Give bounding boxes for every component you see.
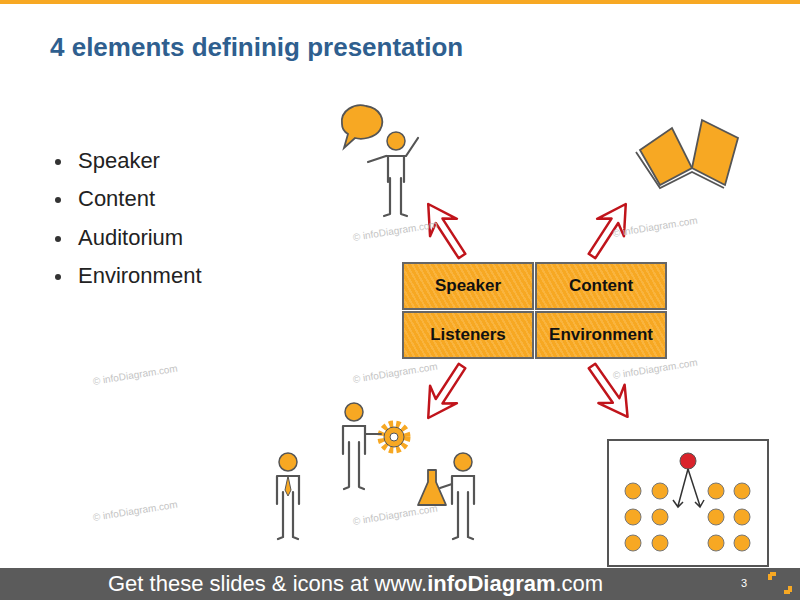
drawing-part (384, 427, 404, 447)
listeners-icon (277, 403, 474, 539)
bullet-item: Content (78, 186, 155, 212)
drawing-part (625, 483, 750, 551)
box-label: Environment (549, 325, 653, 345)
footer-bar (0, 568, 800, 600)
drawing-part (734, 509, 750, 525)
box-label: Speaker (435, 276, 501, 296)
drawing-part (55, 274, 61, 280)
drawing-part (452, 453, 474, 539)
watermark: © infoDiagram.com (352, 361, 438, 385)
drawing-part (55, 236, 61, 242)
drawing-part (368, 138, 418, 216)
drawing-part (387, 132, 405, 150)
drawing-part (625, 483, 641, 499)
top-bar (0, 0, 800, 4)
environment-icon (608, 440, 768, 566)
drawing-part (708, 509, 724, 525)
drawing-part (390, 433, 398, 441)
drawing-part (652, 509, 668, 525)
drawing-part (55, 197, 61, 203)
bullet-item: Environment (78, 263, 202, 289)
element-box: Listeners (402, 311, 534, 359)
watermark: © infoDiagram.com (92, 499, 178, 523)
watermark: © infoDiagram.com (92, 363, 178, 387)
footer-part: Get these slides & icons at www. (108, 571, 427, 597)
element-box: Environment (535, 311, 667, 359)
element-box: Speaker (402, 262, 534, 310)
drawing-part (277, 453, 299, 539)
footer-corner-mark (770, 574, 790, 592)
page-number: 3 (741, 577, 747, 589)
drawing-part (673, 469, 704, 507)
watermark: © infoDiagram.com (352, 219, 438, 243)
drawing-part (625, 509, 641, 525)
drawing-part (652, 483, 668, 499)
footer-part: .com (556, 571, 604, 597)
box-label: Listeners (430, 325, 506, 345)
drawing-part (440, 484, 452, 488)
drawing-part (708, 483, 724, 499)
watermark: © infoDiagram.com (352, 503, 438, 527)
drawing-part (55, 159, 61, 165)
footer-part: infoDiagram (427, 571, 555, 597)
drawing-part (636, 152, 724, 188)
drawing-part (343, 403, 365, 489)
drawing-part (680, 453, 696, 469)
drawing-part (708, 535, 724, 551)
drawing-part (734, 535, 750, 551)
drawing-part (625, 535, 641, 551)
drawing-part (285, 476, 291, 496)
box-label: Content (569, 276, 633, 296)
drawing-part (366, 433, 381, 435)
bullet-item: Speaker (78, 148, 160, 174)
element-box: Content (535, 262, 667, 310)
speaker-icon (342, 105, 418, 216)
drawing-part (734, 483, 750, 499)
book-icon (636, 120, 738, 188)
footer-text: Get these slides & icons at www.infoDiag… (108, 571, 603, 597)
bullet-item: Auditorium (78, 225, 183, 251)
drawing-part (652, 535, 668, 551)
drawing-part (342, 105, 382, 148)
bullet-dots (55, 159, 61, 280)
drawing-part (381, 424, 407, 450)
drawing-part (608, 440, 768, 566)
watermark: © infoDiagram.com (612, 357, 698, 381)
slide-title: 4 elements defininig presentation (50, 32, 463, 63)
